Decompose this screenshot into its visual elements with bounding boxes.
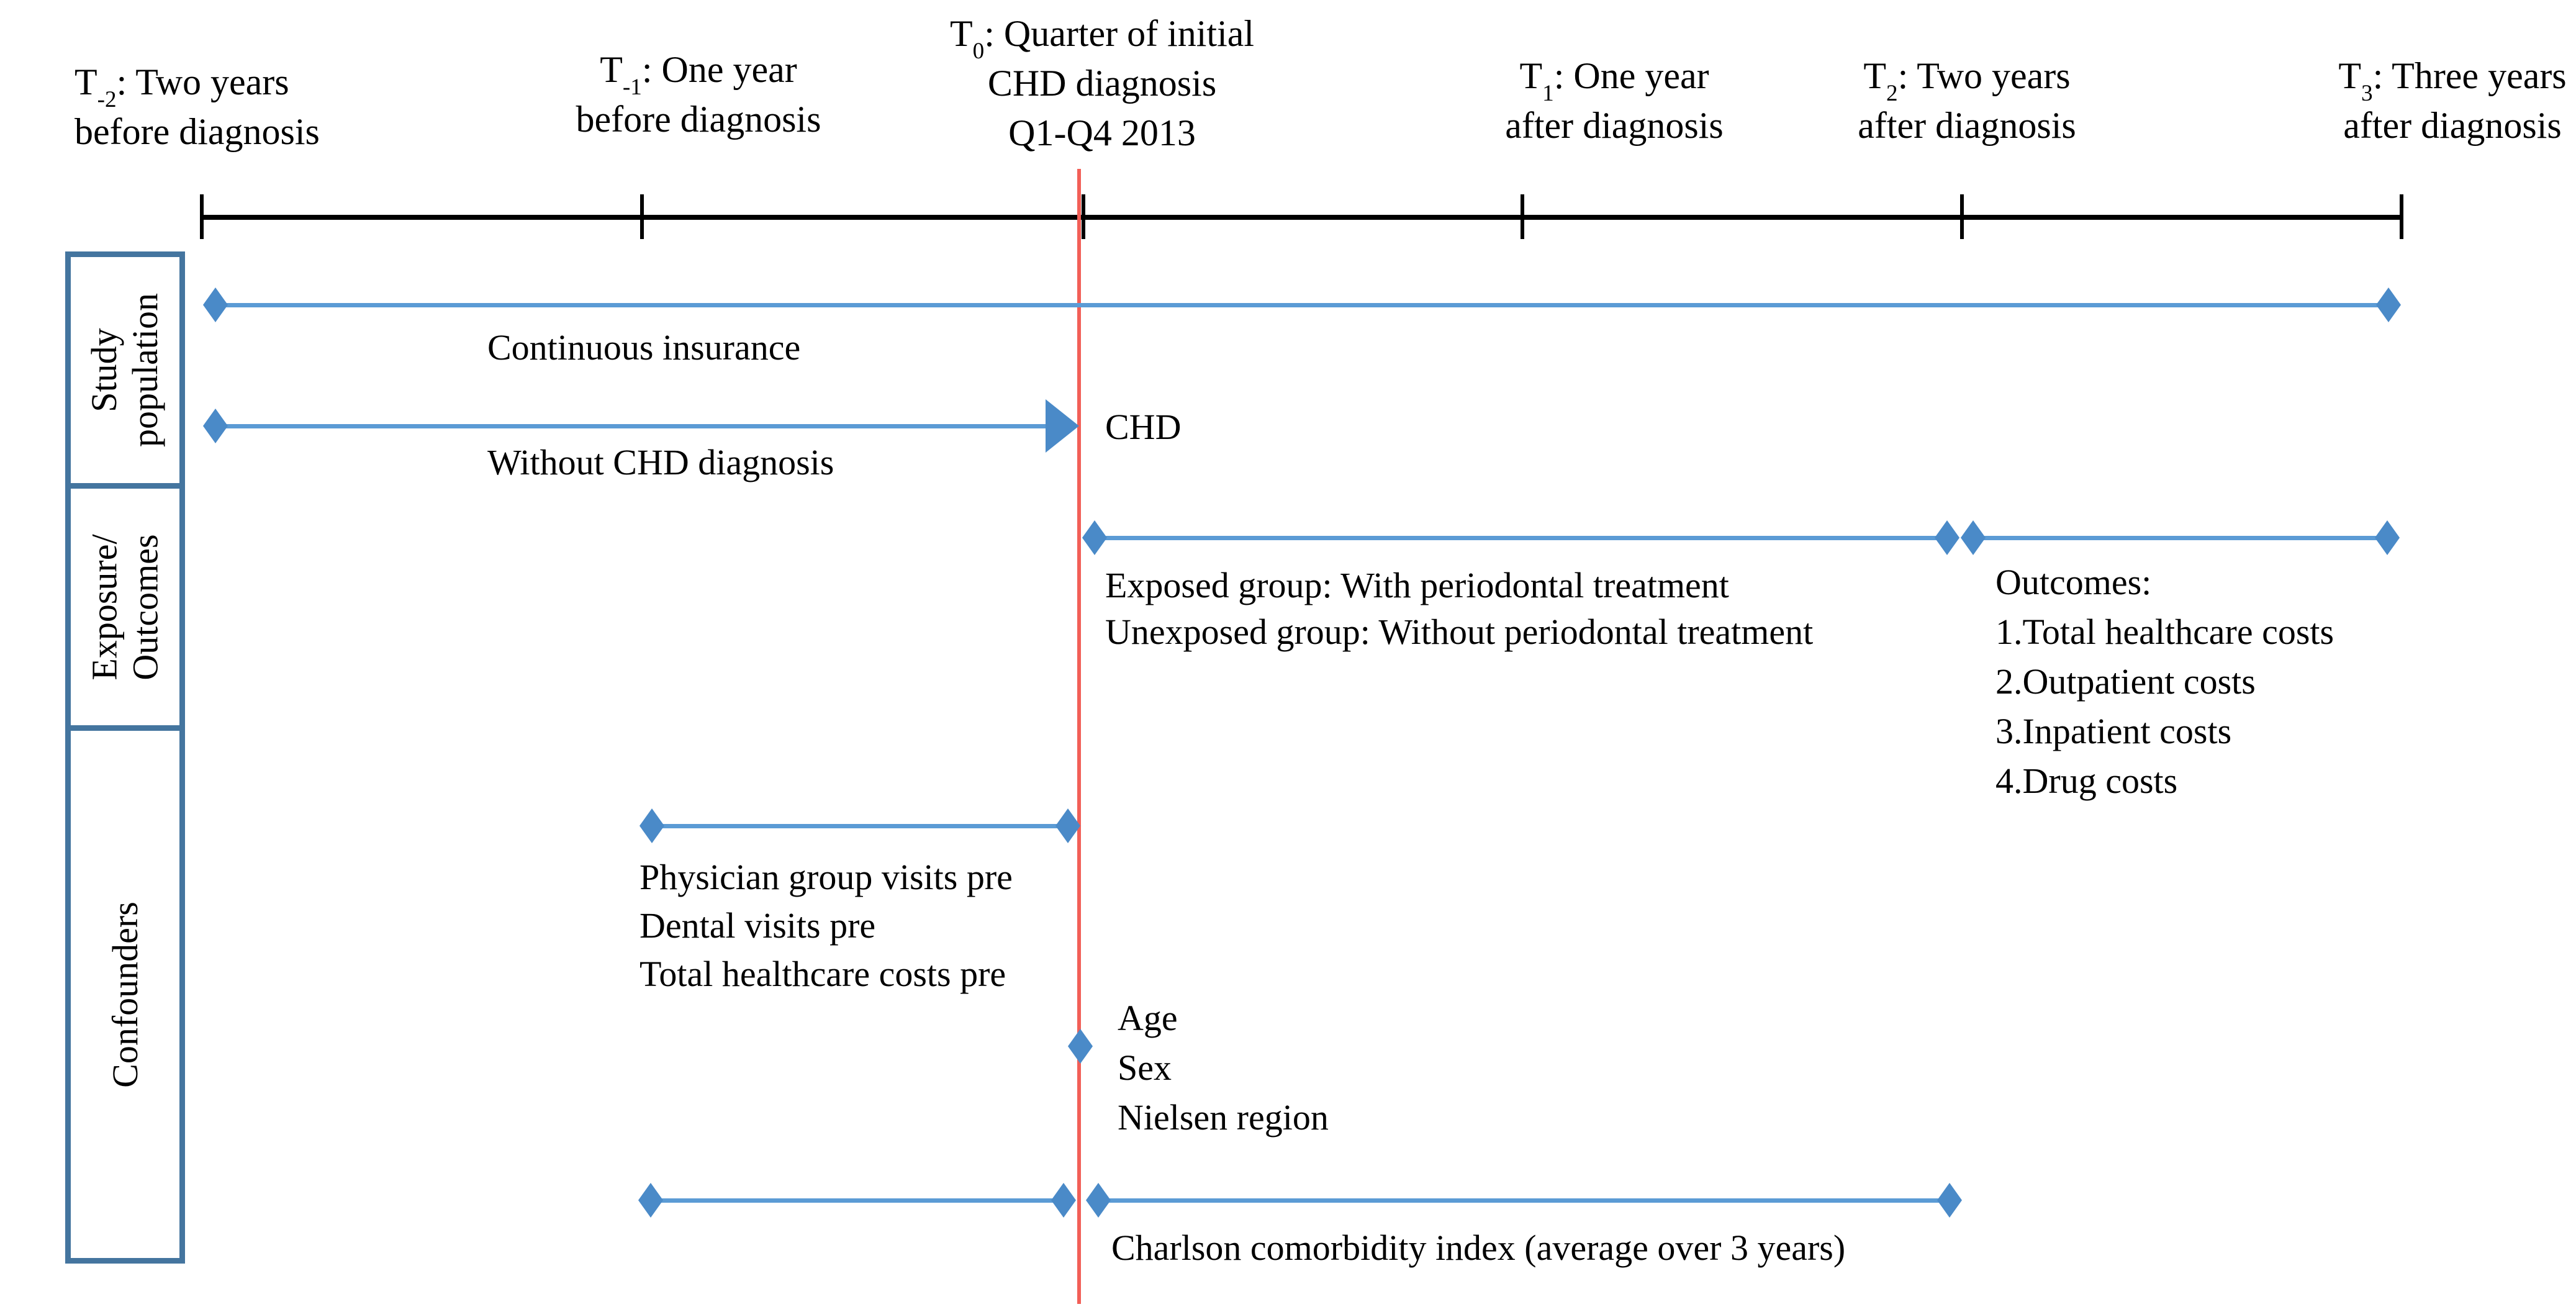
timeline-tick-t0 xyxy=(1082,194,1085,239)
subscript: 0 xyxy=(972,38,985,64)
diamond-icon xyxy=(638,1183,663,1218)
diamond-icon xyxy=(1935,520,1959,555)
timepoint-line1: T1: One year xyxy=(1519,55,1709,106)
exposure-span-line xyxy=(1095,536,1947,540)
continuous-insurance-label: Continuous insurance xyxy=(487,327,801,368)
outcome-item: 4.Drug costs xyxy=(1995,761,2178,801)
row-box-exposure-outcomes: Exposure/ Outcomes xyxy=(65,483,185,731)
timepoint-label-t-minus1: T-1: One year before diagnosis xyxy=(576,45,821,144)
row-label: Study population xyxy=(84,292,166,448)
subscript: -1 xyxy=(622,74,642,100)
continuous-insurance-span-line xyxy=(215,303,2388,307)
row-box-study-population: Study population xyxy=(65,251,185,489)
timeline-tick-t3 xyxy=(2400,194,2403,239)
pre-period-confounders-list: Physician group visits pre Dental visits… xyxy=(639,853,1013,998)
timepoint-line1: T-1: One year xyxy=(600,49,797,100)
timepoint-label-t3: T3: Three years after diagnosis xyxy=(2338,51,2566,150)
diamond-icon xyxy=(1961,520,1986,555)
outcome-item: 3.Inpatient costs xyxy=(1995,711,2232,751)
timepoint-label-t0: T0: Quarter of initial CHD diagnosis Q1-… xyxy=(950,9,1254,158)
timepoint-line2: after diagnosis xyxy=(1505,105,1724,146)
unexposed-group-text: Unexposed group: Without periodontal tre… xyxy=(1105,612,1814,652)
timepoint-line2: after diagnosis xyxy=(1858,105,2076,146)
diamond-icon xyxy=(2376,287,2401,322)
timepoint-line1: T0: Quarter of initial xyxy=(949,13,1255,64)
confounder-item: Dental visits pre xyxy=(639,905,876,946)
charlson-pre-span-line xyxy=(651,1198,1064,1203)
charlson-post-span-line xyxy=(1098,1198,1950,1203)
subscript: -2 xyxy=(97,86,117,112)
without-chd-label: Without CHD diagnosis xyxy=(487,442,834,482)
confounder-item: Total healthcare costs pre xyxy=(639,954,1006,994)
timeline-tick-t2 xyxy=(1960,194,1964,239)
diagnosis-event-line xyxy=(1077,169,1081,1304)
timepoint-label-t1: T1: One year after diagnosis xyxy=(1505,51,1724,150)
confounder-item: Nielsen region xyxy=(1118,1097,1329,1138)
diamond-icon xyxy=(1937,1183,1962,1218)
outcomes-title: Outcomes: xyxy=(1995,562,2152,602)
timeline-tick-t1 xyxy=(1521,194,1524,239)
outcome-item: 2.Outpatient costs xyxy=(1995,661,2256,702)
row-box-confounders: Confounders xyxy=(65,725,185,1264)
confounder-item: Physician group visits pre xyxy=(639,857,1013,897)
timepoint-line1: T-2: Two years xyxy=(75,61,289,112)
subscript: 1 xyxy=(1542,80,1554,106)
exposed-group-text: Exposed group: With periodontal treatmen… xyxy=(1105,565,1729,605)
pre-period-span-line xyxy=(652,824,1068,828)
row-label: Exposure/ Outcomes xyxy=(84,533,166,681)
diamond-icon xyxy=(1055,808,1080,843)
diamond-icon xyxy=(1068,1029,1093,1064)
outcome-item: 1.Total healthcare costs xyxy=(1995,612,2334,652)
outcomes-list: Outcomes: 1.Total healthcare costs 2.Out… xyxy=(1995,558,2334,806)
charlson-label: Charlson comorbidity index (average over… xyxy=(1111,1228,1846,1268)
diamond-icon xyxy=(203,287,228,322)
diamond-icon xyxy=(2375,520,2400,555)
timepoint-line2: CHD diagnosis xyxy=(987,63,1217,104)
timepoint-label-t-minus2: T-2: Two years before diagnosis xyxy=(75,57,320,156)
timepoint-line2: after diagnosis xyxy=(2343,105,2562,146)
diamond-icon xyxy=(639,808,664,843)
confounder-item: Age xyxy=(1118,998,1178,1038)
timepoint-label-t2: T2: Two years after diagnosis xyxy=(1858,51,2076,150)
timepoint-line2: before diagnosis xyxy=(576,99,821,140)
subscript: 2 xyxy=(1886,80,1898,106)
chd-label: CHD xyxy=(1105,407,1182,447)
timeline-tick-t-minus1 xyxy=(640,194,644,239)
confounder-item: Sex xyxy=(1118,1047,1172,1088)
timepoint-line3: Q1-Q4 2013 xyxy=(1008,112,1196,153)
exposure-groups-label: Exposed group: With periodontal treatmen… xyxy=(1105,562,1813,655)
subscript: 3 xyxy=(2361,80,2373,106)
timepoint-line2: before diagnosis xyxy=(75,111,320,152)
timepoint-line1: T2: Two years xyxy=(1863,55,2071,106)
diamond-icon xyxy=(1051,1183,1076,1218)
outcomes-span-line xyxy=(1973,536,2387,540)
diamond-icon xyxy=(1086,1183,1111,1218)
timeline-tick-t-minus2 xyxy=(200,194,204,239)
demographic-confounders-list: Age Sex Nielsen region xyxy=(1118,993,1329,1142)
diamond-icon xyxy=(1082,520,1107,555)
diamond-icon xyxy=(203,409,228,443)
timeline-axis xyxy=(202,215,2403,220)
without-chd-span-line xyxy=(215,424,1049,428)
arrowhead-icon xyxy=(1046,399,1079,453)
timepoint-line1: T3: Three years xyxy=(2338,55,2567,106)
row-label: Confounders xyxy=(104,901,145,1088)
